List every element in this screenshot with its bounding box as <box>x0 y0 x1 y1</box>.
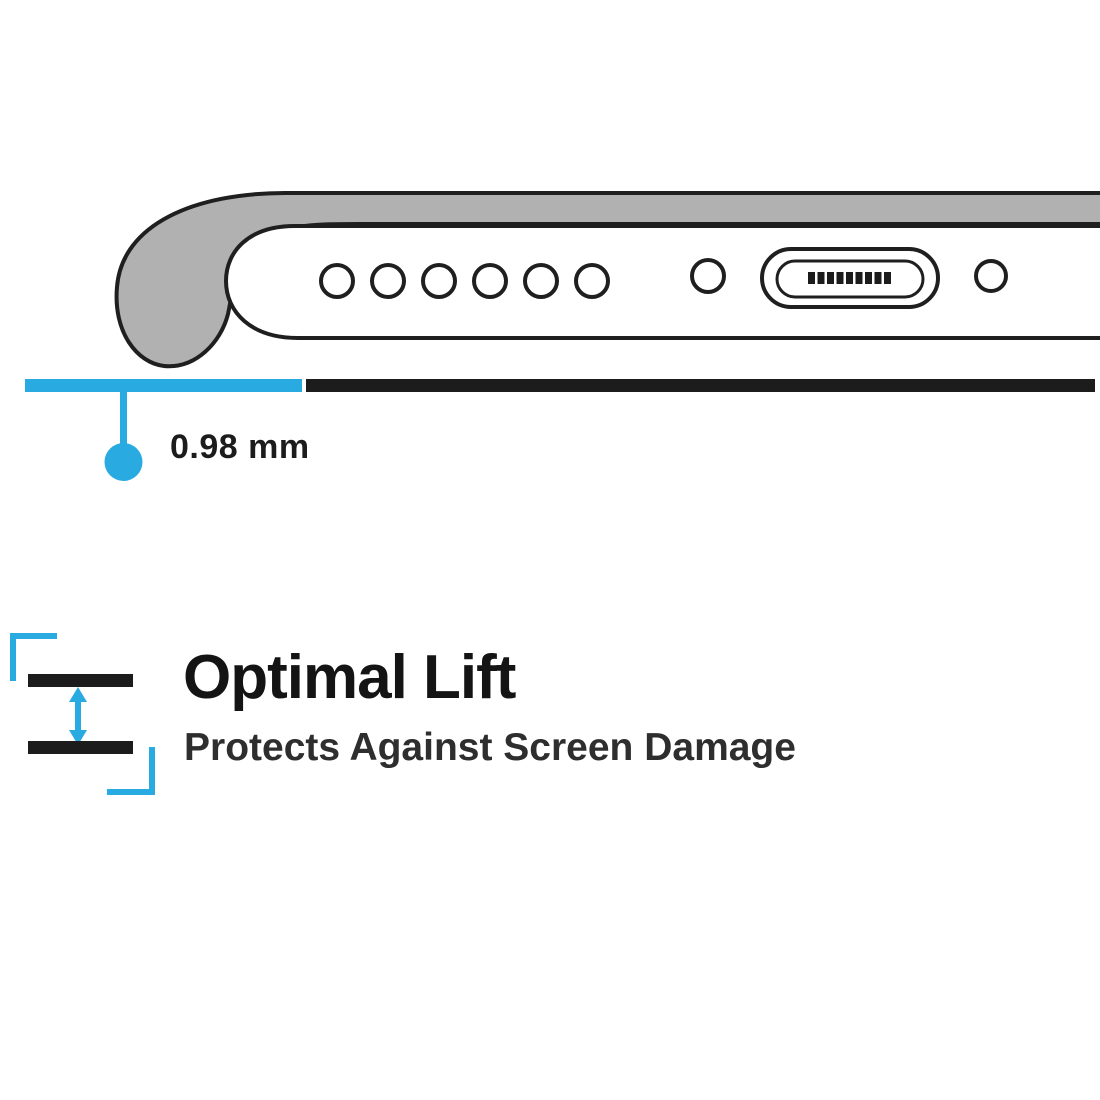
measurement-leader-line <box>120 392 127 446</box>
feature-subtitle: Protects Against Screen Damage <box>184 726 796 769</box>
lower-bar <box>28 741 133 754</box>
upper-bar <box>28 674 133 687</box>
speaker-hole-icon <box>421 263 457 299</box>
corner-bracket-bottom-right-icon <box>107 747 155 795</box>
speaker-hole-icon <box>319 263 355 299</box>
corner-bracket-top-left-icon <box>10 633 57 681</box>
screw-hole-icon <box>690 258 726 294</box>
speaker-hole-icon <box>472 263 508 299</box>
phone-bottom-illustration <box>25 191 1100 481</box>
speaker-hole-icon <box>523 263 559 299</box>
screw-hole-icon <box>974 259 1008 293</box>
speaker-holes <box>319 263 610 299</box>
feature-title: Optimal Lift <box>183 643 516 712</box>
phone-body-shape <box>223 224 1100 340</box>
surface-line <box>306 379 1095 392</box>
measurement-label: 0.98 mm <box>170 428 310 466</box>
measurement-dot <box>104 443 143 481</box>
lift-gap-icon <box>10 633 155 795</box>
speaker-hole-icon <box>370 263 406 299</box>
charging-port-icon <box>760 247 940 309</box>
surface-line-accent <box>25 379 302 392</box>
double-arrow-icon <box>69 687 87 745</box>
speaker-hole-icon <box>574 263 610 299</box>
